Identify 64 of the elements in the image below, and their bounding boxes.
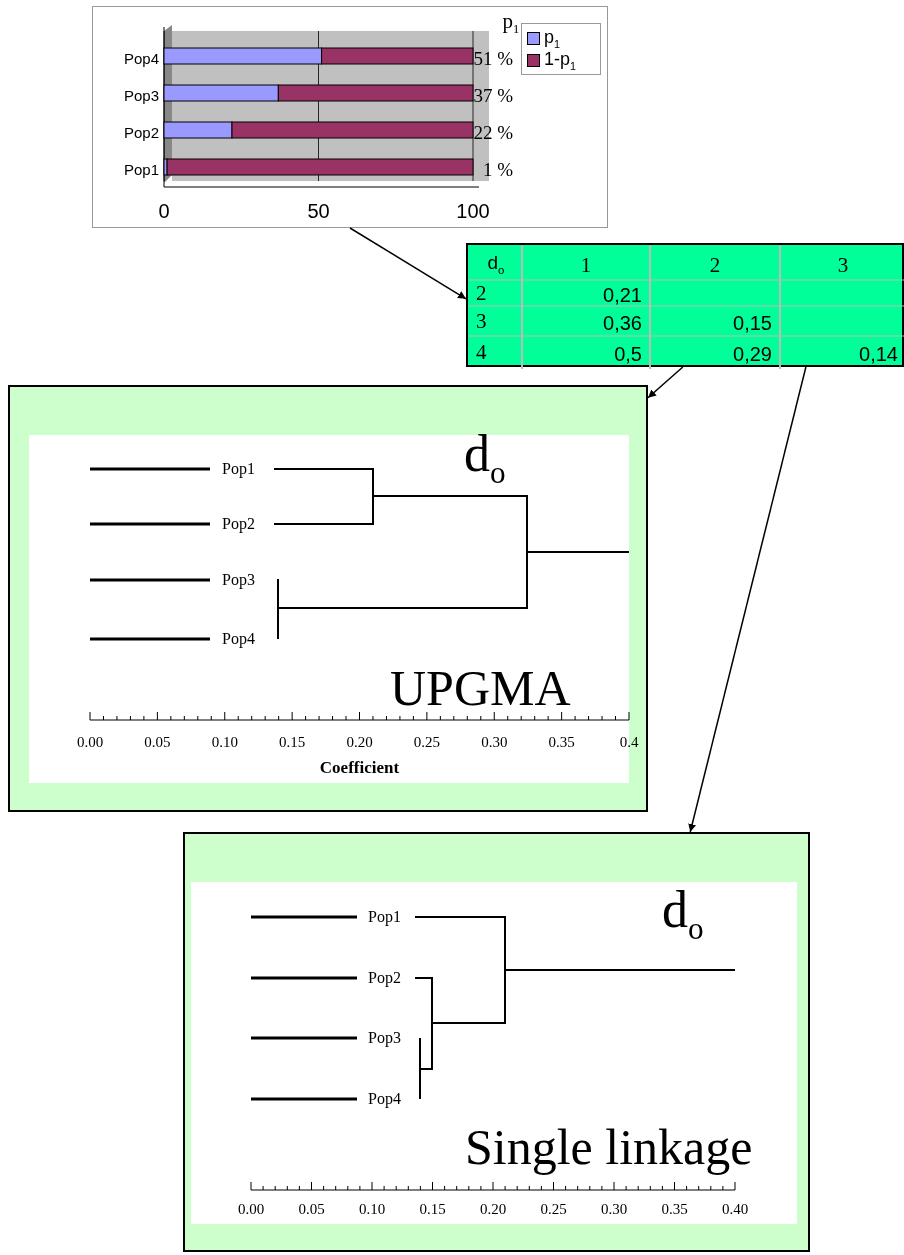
distance-value: 0,36 [603,313,642,333]
leaf-label: Pop1 [222,461,255,477]
distance-value: 0,29 [733,343,772,364]
dendrogram-panel [8,385,648,812]
axis-title: Coefficient [319,758,400,776]
row-header: 3 [476,310,487,332]
dendrogram-panel [183,832,810,1252]
value-label: 51 % [473,48,513,68]
table-header: 3 [837,254,849,275]
value-label: 37 % [473,85,513,105]
tick-label: 0.30 [600,1201,628,1217]
category-label: Pop4 [123,50,159,66]
leaf-label: Pop2 [222,516,255,532]
tick-label: 0.20 [479,1201,507,1217]
tick-label: 0.35 [661,1201,688,1217]
distance-symbol: d$_{o}$ [464,428,506,488]
distance-value: 0,14 [859,343,898,364]
tick-label: 0.15 [279,734,306,750]
leaf-label: Pop4 [368,1091,401,1107]
distance-symbol: d$_{o}$ [662,884,704,944]
distance-value: 0,21 [603,285,642,305]
table-header: d$_{o}$ [487,252,505,277]
tick-label: 0.10 [211,734,238,750]
table-header: 1 [580,254,592,275]
table-header: 2 [709,254,721,275]
category-label: Pop1 [123,161,159,177]
tick-label: 0.30 [481,734,508,750]
tick-label: 0.10 [358,1201,386,1217]
leaf-label: Pop1 [368,909,401,925]
arrow [349,227,467,300]
value-label: 22 % [473,122,513,142]
tick-label: 0.20 [346,734,373,750]
method-title: UPGMA [390,663,571,713]
tick-label: 0.40 [721,1201,749,1217]
tick-label: 0.05 [144,734,171,750]
category-label: Pop3 [123,87,159,103]
leaf-label: Pop3 [368,1030,401,1046]
tick-label: 0.00 [76,734,104,750]
legend-label: p$_{1}$ [544,28,561,50]
tick-label: 0.25 [540,1201,567,1217]
leaf-label: Pop2 [368,970,401,986]
row-header: 4 [476,341,487,362]
column-header: p$_{1}$ [502,10,520,36]
tick-label: 0.4 [619,734,639,750]
tick-label: 0.05 [298,1201,325,1217]
legend-label: 1-p$_{1}$ [544,50,577,72]
tick-label: 0.35 [548,734,575,750]
distance-table [466,243,904,367]
row-header: 2 [476,282,487,304]
tick-label: 0.00 [237,1201,265,1217]
tick-label: 0 [158,201,170,221]
distance-value: 0,15 [733,313,772,333]
value-label: 1 % [482,159,513,179]
tick-label: 100 [456,201,490,221]
arrow [647,366,684,399]
leaf-label: Pop3 [222,572,255,588]
category-label: Pop2 [123,124,159,140]
distance-value: 0,5 [614,343,642,364]
tick-label: 50 [307,201,330,221]
leaf-label: Pop4 [222,631,255,647]
chart-panel [92,6,608,228]
arrow [688,366,807,833]
tick-label: 0.25 [413,734,440,750]
tick-label: 0.15 [419,1201,446,1217]
